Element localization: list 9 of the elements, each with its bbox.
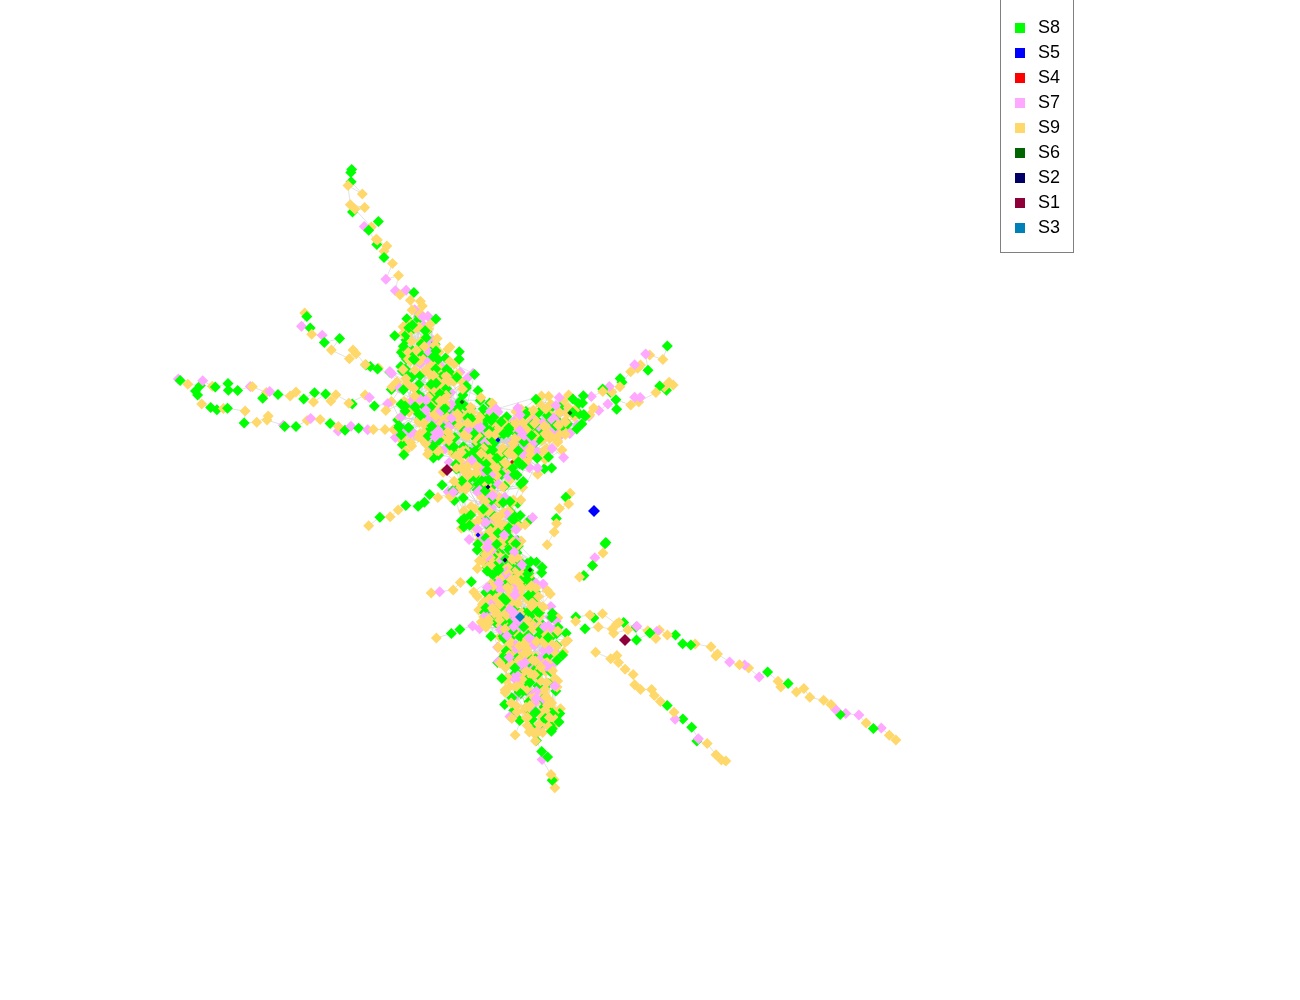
legend-label: S2 bbox=[1038, 167, 1061, 187]
legend-label: S5 bbox=[1038, 42, 1061, 62]
legend-label: S3 bbox=[1038, 217, 1061, 237]
legend-label: S7 bbox=[1038, 92, 1061, 112]
legend-label: S9 bbox=[1038, 117, 1061, 137]
legend-label: S6 bbox=[1038, 142, 1061, 162]
legend-label: S4 bbox=[1038, 67, 1061, 87]
legend-label: S1 bbox=[1038, 192, 1061, 212]
legend-label: S8 bbox=[1038, 17, 1061, 37]
